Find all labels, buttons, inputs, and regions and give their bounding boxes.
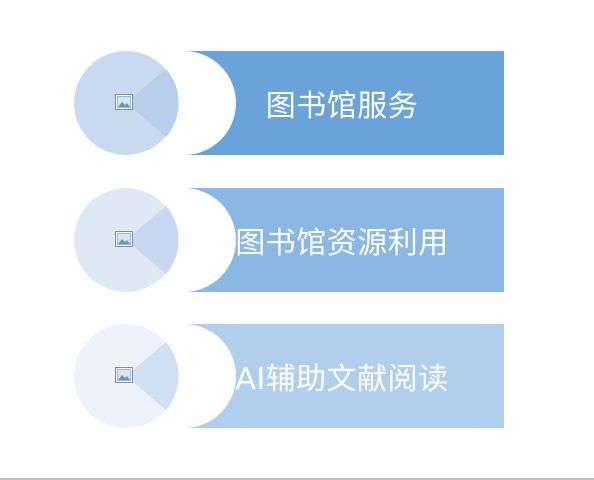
circle-wedge <box>126 342 179 410</box>
circle-wedge <box>126 206 179 274</box>
circle-wedge <box>126 69 179 137</box>
item-label: 图书馆服务 <box>265 89 419 124</box>
banner-body <box>166 188 504 292</box>
bottom-divider <box>0 478 594 480</box>
list-item-library-resources: 图书馆资源利用 <box>74 188 504 292</box>
item-shape <box>74 51 504 155</box>
image-placeholder-icon <box>115 367 133 383</box>
banner-body <box>166 324 504 428</box>
image-placeholder-icon <box>115 94 133 110</box>
banner-body <box>166 51 504 155</box>
item-label: 图书馆资源利用 <box>235 226 449 261</box>
list-item-ai-reading: AI辅助文献阅读 <box>74 324 504 428</box>
list-item-library-services: 图书馆服务 <box>74 51 504 155</box>
item-label: AI辅助文献阅读 <box>235 362 449 397</box>
image-placeholder-icon <box>115 231 133 247</box>
